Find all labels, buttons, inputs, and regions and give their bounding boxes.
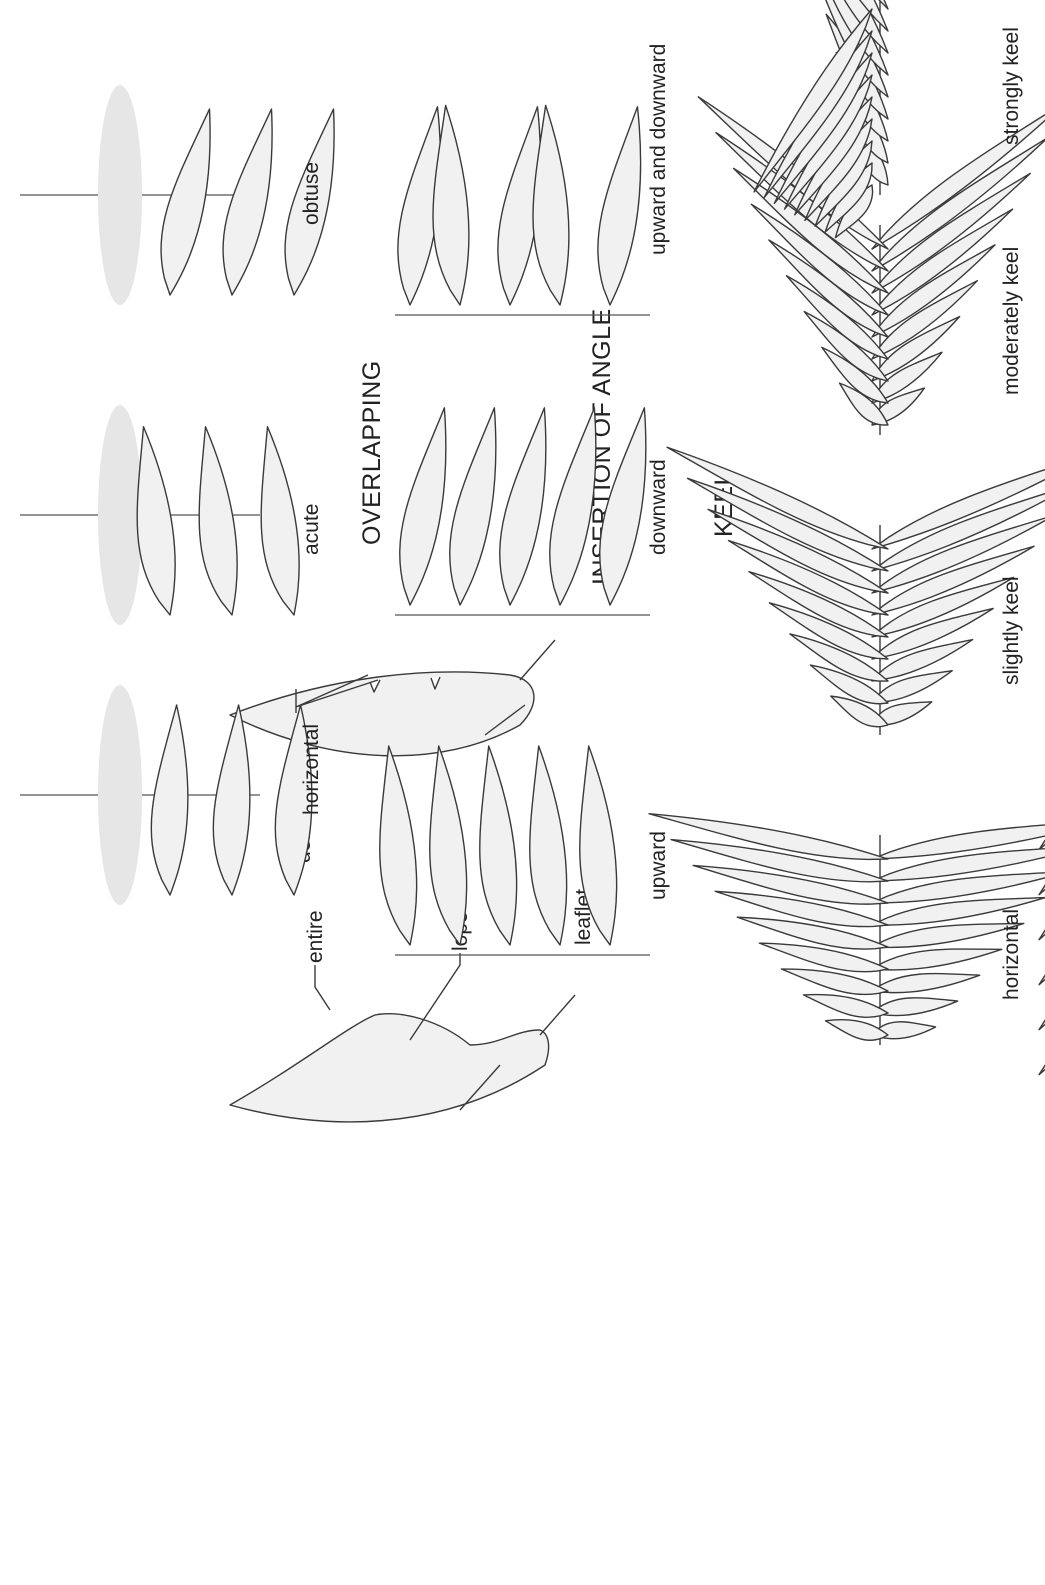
insertion-label-obtuse: obtuse (300, 162, 323, 225)
entire-leader (315, 965, 330, 1010)
keel-horizontal-group (647, 808, 1045, 1045)
keel-label-horizontal: horizontal (1000, 909, 1023, 1000)
frond-pinnae (1034, 690, 1045, 1278)
overlapping-label-upward-and-downward: upward and downward (647, 44, 670, 255)
keel-pinna-shape (870, 989, 958, 1021)
ground-shadow (98, 85, 142, 305)
keel-strongly-group (750, 0, 896, 244)
keel-section: KEEL horizontal slightly keel moderately… (647, 0, 1045, 1045)
keel-label-moderately: moderately keel (1000, 247, 1023, 395)
overlapping-upward-downward-group (391, 104, 650, 315)
overlapping-section: OVERLAPPING upward downward upward and d… (358, 44, 670, 955)
heading-overlapping: OVERLAPPING (358, 360, 386, 545)
leaflet-shape (151, 705, 188, 895)
dentate-leaflet-shape (230, 672, 534, 756)
leaflet-shape (591, 104, 648, 307)
leaflet-shape (391, 404, 455, 607)
leaflet-shape (441, 404, 505, 607)
frond-pinna-shape (1034, 783, 1045, 950)
leaflet-shape (514, 744, 578, 947)
ground-shadow (98, 685, 142, 905)
insertion-label-acute: acute (300, 504, 323, 555)
insertion-acute-group (20, 405, 312, 625)
overlapping-label-upward: upward (647, 831, 670, 900)
frond-pinna-shape (1034, 918, 1045, 1085)
keel-label-strongly: strongly keel (1000, 27, 1023, 145)
rotated-canvas: prickle spine petiole collar dentate ent… (20, 0, 1045, 1278)
overlapping-label-downward: downward (647, 459, 670, 555)
lope-leaflet-shape (230, 1014, 549, 1122)
leaflet-label-entire: entire (304, 910, 327, 963)
keel-pinna-shape (801, 990, 889, 1022)
leaflet-shape (152, 105, 221, 298)
leaflet-shape (181, 425, 250, 618)
leaflet-shape (364, 744, 428, 947)
overlapping-upward-group (364, 744, 650, 955)
ground-shadow (98, 405, 142, 625)
insertion-obtuse-group (20, 85, 345, 305)
insertion-label-horizontal: horizontal (300, 724, 323, 815)
leaflet-shape (214, 105, 283, 298)
keel-label-slightly: slightly keel (1000, 576, 1023, 685)
leaflet-shape (464, 744, 528, 947)
keel-pinna-shape (703, 505, 891, 601)
leaflet-shape (491, 404, 555, 607)
leaflet-shape (213, 705, 250, 895)
